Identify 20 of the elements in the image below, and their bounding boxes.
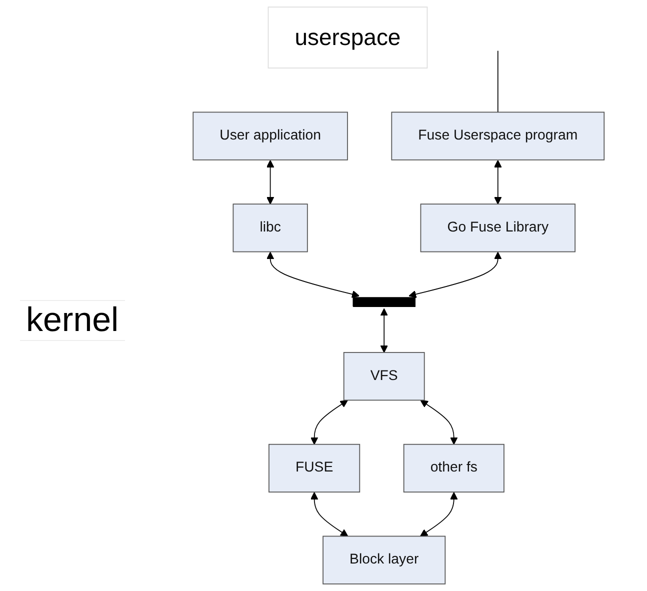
connector xyxy=(497,50,498,113)
node-box: Fuse Userspace program xyxy=(391,112,604,160)
layer-label: kernel xyxy=(20,300,125,341)
arrow xyxy=(266,160,274,204)
node-box: FUSE xyxy=(268,444,360,492)
arrow xyxy=(310,492,348,537)
arrow xyxy=(380,308,388,353)
arrow xyxy=(494,160,502,204)
node-box: other fs xyxy=(403,444,504,492)
arrow xyxy=(408,252,502,298)
node-box: Block layer xyxy=(322,536,446,584)
node-box: VFS xyxy=(343,352,425,401)
arrow xyxy=(266,252,360,298)
node-box: User application xyxy=(192,112,348,160)
node-box: userspace xyxy=(268,6,428,68)
arrow xyxy=(310,400,348,445)
arrow xyxy=(420,400,458,445)
node-box: Go Fuse Library xyxy=(420,204,576,252)
node-box: libc xyxy=(232,204,308,252)
arrow xyxy=(420,492,458,537)
